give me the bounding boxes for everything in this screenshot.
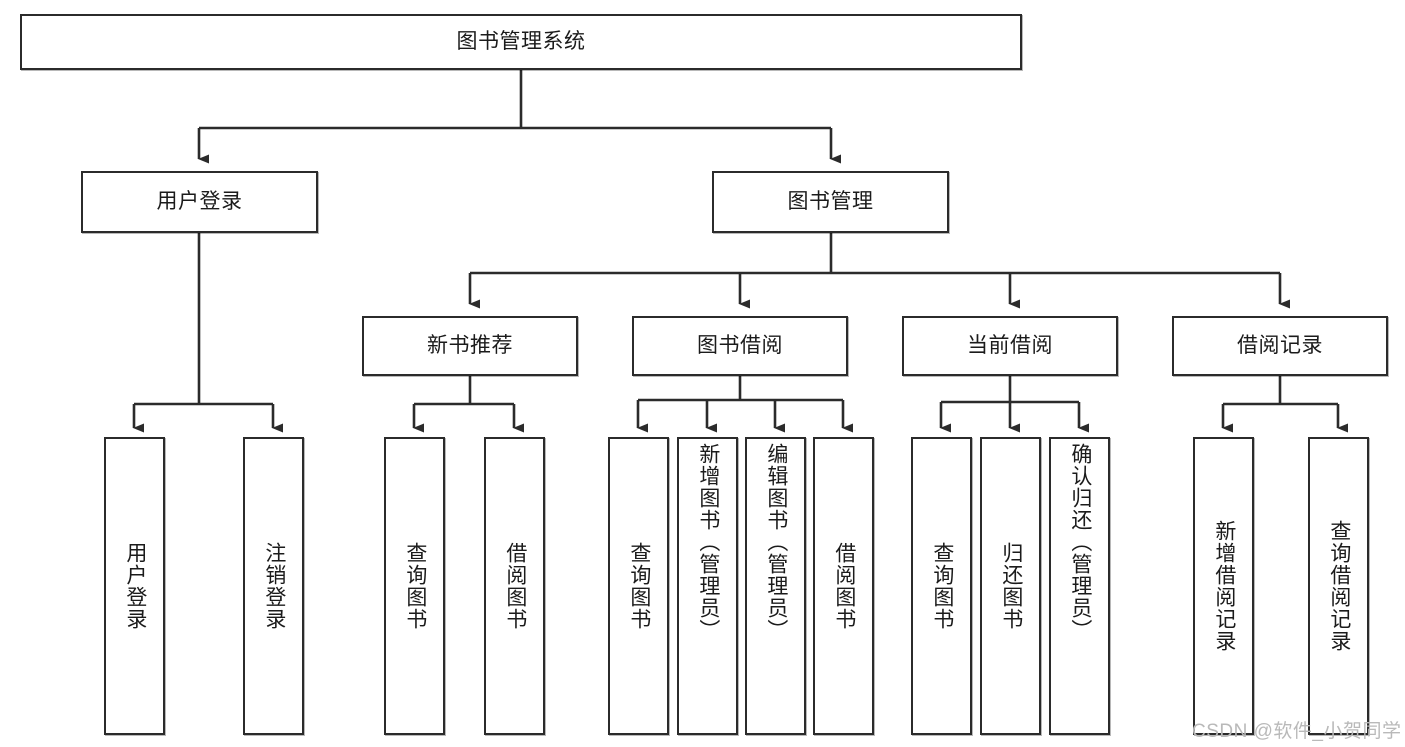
- leaf-borrow-query-book[interactable]: 查询图书: [608, 437, 669, 735]
- node-label: 注销登录: [262, 542, 286, 630]
- leaf-edit-book-admin[interactable]: 编辑图书（管理员）: [745, 437, 806, 735]
- leaf-rec-query-book[interactable]: 查询图书: [384, 437, 445, 735]
- node-label: 编辑图书（管理员）: [764, 443, 788, 641]
- node-label: 用户登录: [156, 190, 243, 214]
- node-label: 查询图书: [627, 542, 651, 630]
- leaf-current-query-book[interactable]: 查询图书: [911, 437, 972, 735]
- node-book-management[interactable]: 图书管理: [712, 171, 949, 233]
- node-label: 图书管理: [787, 190, 874, 214]
- node-label: 确认归还（管理员）: [1068, 443, 1092, 641]
- leaf-rec-borrow-book[interactable]: 借阅图书: [484, 437, 545, 735]
- leaf-borrow-borrow-book[interactable]: 借阅图书: [813, 437, 874, 735]
- node-label: 借阅图书: [832, 542, 856, 630]
- csdn-watermark: CSDN @软件_小贺同学: [1192, 721, 1402, 742]
- node-label: 查询图书: [403, 542, 427, 630]
- node-current-borrowing[interactable]: 当前借阅: [902, 316, 1118, 376]
- node-label: 借阅记录: [1237, 334, 1323, 358]
- node-label: 新增图书（管理员）: [696, 443, 720, 641]
- leaf-logout[interactable]: 注销登录: [243, 437, 304, 735]
- leaf-return-book[interactable]: 归还图书: [980, 437, 1041, 735]
- leaf-add-borrow-record[interactable]: 新增借阅记录: [1193, 437, 1254, 735]
- node-book-borrowing[interactable]: 图书借阅: [632, 316, 848, 376]
- node-user-login[interactable]: 用户登录: [81, 171, 318, 233]
- node-label: 查询图书: [930, 542, 954, 630]
- node-label: 新书推荐: [427, 334, 513, 358]
- node-label: 借阅图书: [503, 542, 527, 630]
- node-label: 新增借阅记录: [1212, 520, 1236, 652]
- node-label: 归还图书: [999, 542, 1023, 630]
- node-root-book-management-system[interactable]: 图书管理系统: [20, 14, 1022, 70]
- leaf-query-borrow-record[interactable]: 查询借阅记录: [1308, 437, 1369, 735]
- node-label: 当前借阅: [967, 334, 1053, 358]
- leaf-add-book-admin[interactable]: 新增图书（管理员）: [677, 437, 738, 735]
- leaf-user-login[interactable]: 用户登录: [104, 437, 165, 735]
- leaf-confirm-return-admin[interactable]: 确认归还（管理员）: [1049, 437, 1110, 735]
- node-label: 查询借阅记录: [1327, 520, 1351, 652]
- node-label: 用户登录: [123, 542, 147, 630]
- node-label: 图书管理系统: [456, 30, 586, 54]
- node-borrow-records[interactable]: 借阅记录: [1172, 316, 1388, 376]
- node-label: 图书借阅: [697, 334, 783, 358]
- node-new-book-recommendation[interactable]: 新书推荐: [362, 316, 578, 376]
